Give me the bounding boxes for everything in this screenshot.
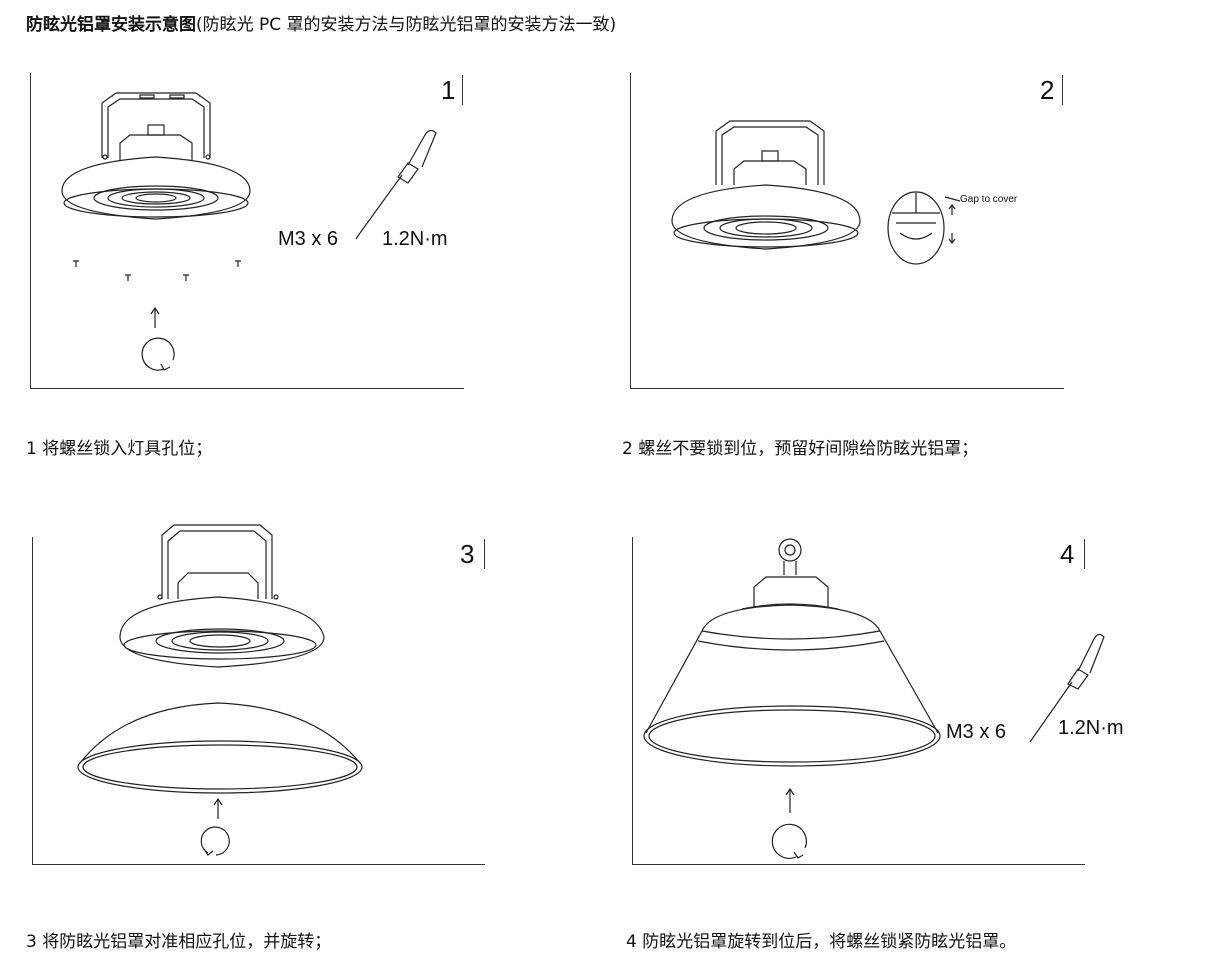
panel-frame-left (632, 537, 633, 865)
panel-frame-bottom (632, 864, 1085, 865)
step-4-caption: 4 防眩光铝罩旋转到位后，将螺丝锁紧防眩光铝罩。 (626, 932, 1017, 952)
step-1-panel: 1 (30, 73, 464, 389)
step-number-divider (1084, 539, 1085, 569)
panel-frame-left (30, 73, 31, 389)
panel-frame-left (32, 537, 33, 865)
panel-frame-bottom (30, 388, 464, 389)
gap-label: Gap to cover (960, 194, 1018, 205)
screw-spec: M3 x 6 (278, 228, 339, 250)
lamp-illustration (61, 92, 437, 371)
step-number: 3 (460, 539, 475, 569)
step-1-caption: 1 将螺丝锁入灯具孔位； (26, 439, 213, 459)
step-4-panel: 4 M3 x 6 1.2 (632, 537, 1124, 865)
lamp-illustration (671, 120, 961, 265)
torque-spec: 1.2N·m (1058, 717, 1124, 739)
title-bold: 防眩光铝罩安装示意图 (26, 15, 196, 35)
title-rest: (防眩光 PC 罩的安装方法与防眩光铝罩的安装方法一致) (196, 15, 617, 35)
screw-spec: M3 x 6 (946, 721, 1007, 743)
panel-frame-bottom (32, 864, 485, 865)
step-number-divider (462, 75, 463, 105)
lamp-illustration (77, 524, 363, 856)
step-number: 4 (1060, 539, 1075, 569)
step-3-panel: 3 (32, 524, 485, 865)
torque-spec: 1.2N·m (382, 228, 448, 250)
step-2-caption: 2 螺丝不要锁到位，预留好间隙给防眩光铝罩； (622, 439, 979, 459)
step-3-caption: 3 将防眩光铝罩对准相应孔位，并旋转； (26, 932, 332, 952)
step-2-panel: 2 Gap to cover (630, 73, 1064, 389)
step-number-divider (484, 539, 485, 569)
step-number: 1 (441, 75, 456, 105)
document-title: 防眩光铝罩安装示意图(防眩光 PC 罩的安装方法与防眩光铝罩的安装方法一致) (26, 10, 616, 35)
lamp-illustration (643, 538, 1105, 859)
step-number: 2 (1040, 75, 1055, 105)
panel-frame-bottom (630, 388, 1064, 389)
panel-frame-left (630, 73, 631, 389)
step-number-divider (1062, 75, 1063, 105)
